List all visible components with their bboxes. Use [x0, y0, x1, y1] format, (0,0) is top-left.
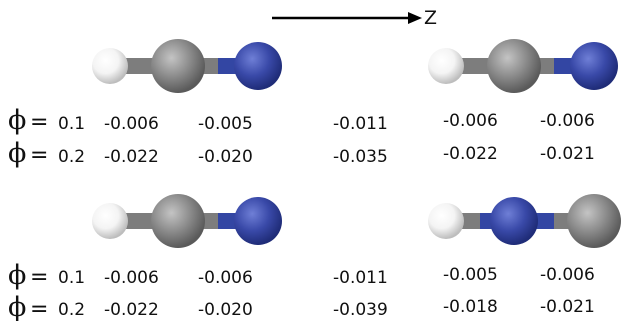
table-cell: -0.039 [333, 300, 388, 320]
table-cell: -0.005 [443, 265, 498, 285]
hydrogen-atom [92, 48, 128, 84]
phi-symbol: ϕ [8, 105, 27, 136]
carbon-atom [567, 194, 621, 248]
phi-symbol: ϕ [8, 138, 27, 169]
table-cell: -0.006 [540, 265, 595, 285]
equals-sign: = [30, 110, 49, 135]
table-cell: -0.005 [198, 114, 253, 134]
carbon-atom [487, 39, 541, 93]
table-cell: -0.006 [104, 268, 159, 288]
equals-sign: = [30, 297, 49, 321]
nitrogen-atom [570, 42, 618, 90]
table-cell: -0.018 [443, 297, 498, 317]
table-cell: -0.022 [104, 300, 159, 320]
phi-symbol: ϕ [8, 292, 27, 321]
table-cell: -0.006 [104, 114, 159, 134]
molecule-bottom-right [428, 194, 621, 248]
z-axis-label: Z [424, 7, 438, 29]
table-cell: -0.006 [540, 111, 595, 131]
hydrogen-atom [428, 48, 464, 84]
equals-sign: = [30, 143, 49, 168]
equals-sign: = [30, 265, 49, 290]
hydrogen-atom [428, 203, 464, 239]
nitrogen-atom [234, 197, 282, 245]
nitrogen-atom [234, 42, 282, 90]
table-cell: -0.011 [333, 114, 388, 134]
table-cell: -0.011 [333, 268, 388, 288]
hydrogen-atom [92, 203, 128, 239]
table-cell: -0.021 [540, 297, 595, 317]
z-axis-arrow [272, 12, 422, 24]
carbon-atom [151, 39, 205, 93]
table-cell: -0.021 [540, 144, 595, 164]
phi-value: 0.1 [58, 114, 86, 134]
molecule-top-right [428, 39, 618, 93]
molecule-top-left [92, 39, 282, 93]
table-cell: -0.020 [198, 147, 253, 167]
phi-value: 0.2 [58, 300, 86, 320]
table-cell: -0.035 [333, 147, 388, 167]
nitrogen-atom [490, 197, 538, 245]
table-cell: -0.006 [443, 111, 498, 131]
table-cell: -0.006 [198, 268, 253, 288]
phi-value: 0.1 [58, 268, 86, 288]
table-cell: -0.022 [443, 144, 498, 164]
phi-value: 0.2 [58, 147, 86, 167]
carbon-atom [151, 194, 205, 248]
molecule-bottom-left [92, 194, 282, 248]
table-cell: -0.020 [198, 300, 253, 320]
phi-symbol: ϕ [8, 260, 27, 291]
table-cell: -0.022 [104, 147, 159, 167]
